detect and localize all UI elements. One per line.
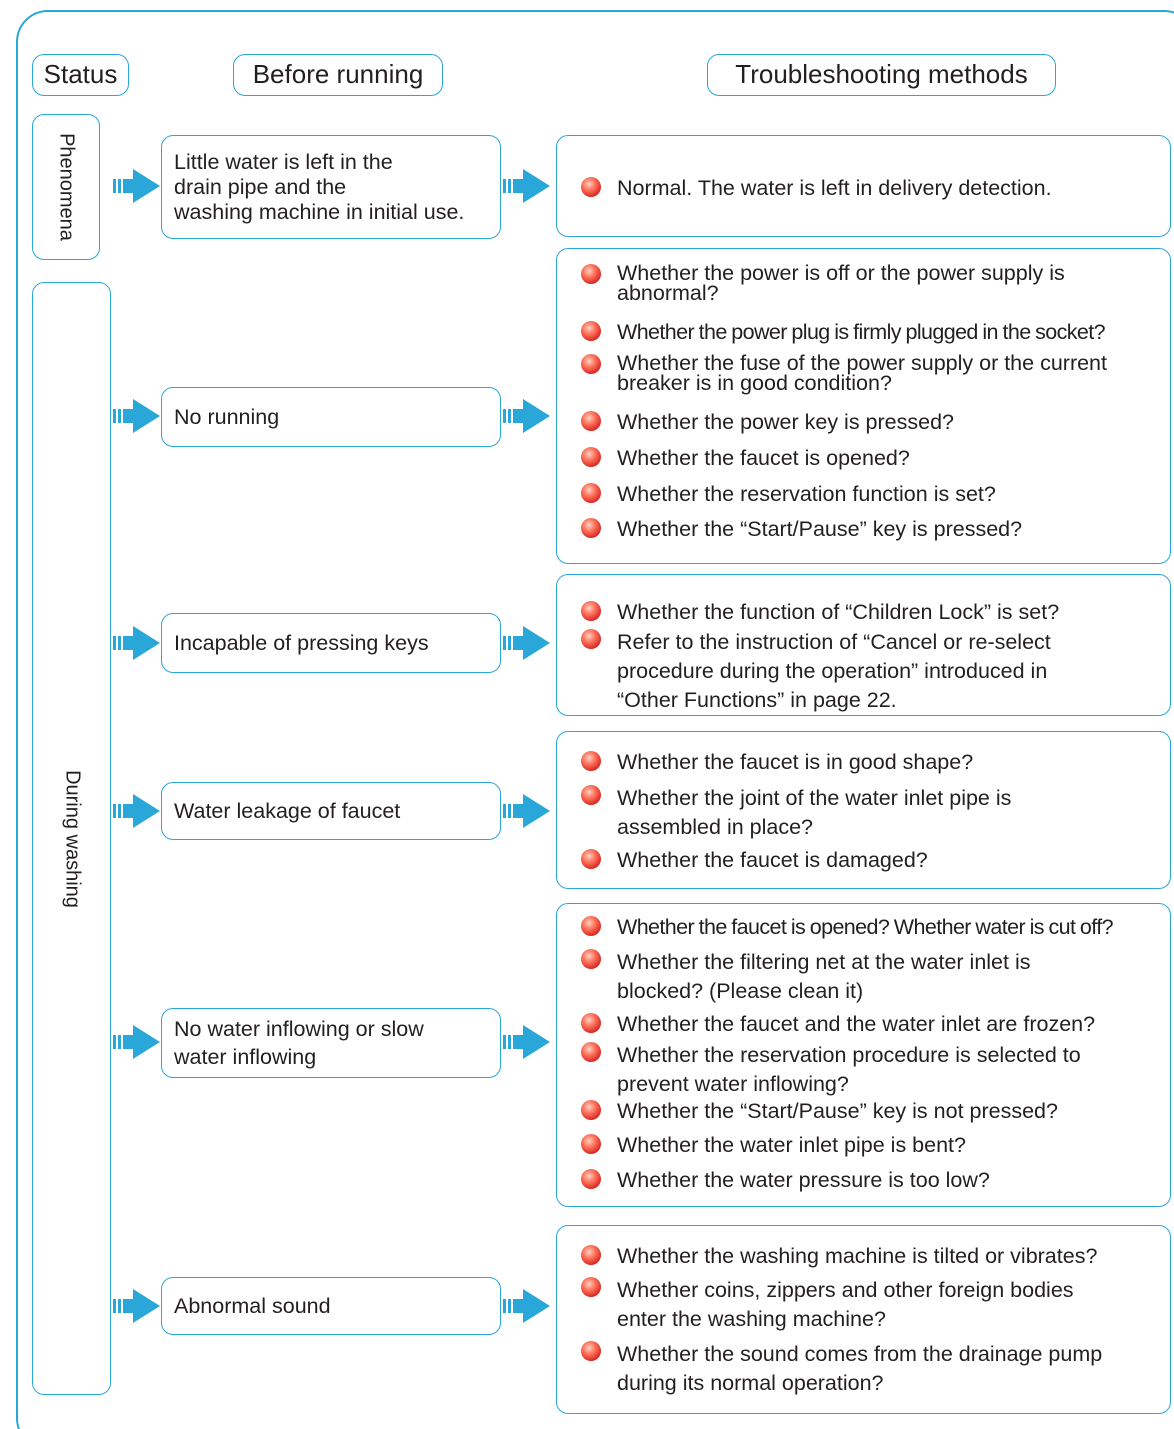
bullet-icon — [581, 949, 601, 969]
status-header: Status — [32, 54, 129, 96]
before-running-header: Before running — [233, 54, 443, 96]
arrow-right-icon — [113, 794, 160, 828]
arrow-right-icon — [503, 1289, 550, 1323]
problem-text: No water inflowing or slow water inflowi… — [174, 1017, 424, 1069]
problem-box: Incapable of pressing keys — [161, 613, 501, 673]
bullet-icon — [581, 1245, 601, 1265]
method-item: Whether the “Start/Pause” key is not pre… — [581, 1099, 1058, 1123]
method-item: Whether the water pressure is too low? — [581, 1168, 990, 1192]
method-item: Whether the faucet and the water inlet a… — [581, 1012, 1095, 1036]
arrow-right-icon — [503, 626, 550, 660]
method-item: Whether the faucet is opened? — [581, 446, 910, 470]
method-item: Refer to the instruction of “Cancel or r… — [581, 628, 1051, 715]
problem-box: Little water is left in the drain pipe a… — [161, 135, 501, 239]
method-item: Whether the water inlet pipe is bent? — [581, 1133, 966, 1157]
bullet-icon — [581, 629, 601, 649]
arrow-right-icon — [503, 794, 550, 828]
bullet-icon — [581, 751, 601, 771]
method-item: Whether the function of “Children Lock” … — [581, 600, 1059, 624]
arrow-right-icon — [113, 169, 160, 203]
arrow-right-icon — [113, 1025, 160, 1059]
arrow-right-icon — [503, 1025, 550, 1059]
arrow-right-icon — [503, 169, 550, 203]
method-item: Whether the power is off or the power su… — [581, 262, 1065, 304]
methods-box: Whether the power is off or the power su… — [556, 248, 1171, 564]
method-item: Whether the faucet is damaged? — [581, 848, 928, 872]
bullet-icon — [581, 601, 601, 621]
phenomena-label: Phenomena — [55, 133, 78, 241]
during-washing-label-box: During washing — [32, 282, 111, 1395]
bullet-icon — [581, 447, 601, 467]
problem-text: Little water is left in the drain pipe a… — [174, 149, 465, 224]
bullet-icon — [581, 916, 601, 936]
during-washing-label: During washing — [61, 769, 83, 908]
methods-box: Whether the faucet is opened? Whether wa… — [556, 903, 1171, 1207]
arrow-right-icon — [113, 1289, 160, 1323]
bullet-icon — [581, 264, 601, 284]
bullet-icon — [581, 321, 601, 341]
method-item: Whether the reservation procedure is sel… — [581, 1041, 1081, 1099]
method-item: Whether the power key is pressed? — [581, 410, 954, 434]
method-item: Whether the reservation function is set? — [581, 482, 996, 506]
phenomena-label-box: Phenomena — [32, 114, 100, 260]
bullet-icon — [581, 1042, 601, 1062]
problem-text: Abnormal sound — [174, 1293, 331, 1318]
methods-box: Normal. The water is left in delivery de… — [556, 135, 1171, 237]
bullet-icon — [581, 785, 601, 805]
method-item: Whether the joint of the water inlet pip… — [581, 784, 1011, 842]
page-frame — [16, 10, 1174, 1429]
method-item: Whether the “Start/Pause” key is pressed… — [581, 517, 1022, 541]
bullet-icon — [581, 1134, 601, 1154]
bullet-icon — [581, 518, 601, 538]
bullet-icon — [581, 1277, 601, 1297]
methods-box: Whether the function of “Children Lock” … — [556, 574, 1171, 716]
arrow-right-icon — [113, 626, 160, 660]
arrow-right-icon — [503, 399, 550, 433]
method-item: Whether the fuse of the power supply or … — [581, 352, 1107, 394]
bullet-icon — [581, 354, 601, 374]
method-item: Whether coins, zippers and other foreign… — [581, 1276, 1074, 1334]
bullet-icon — [581, 849, 601, 869]
problem-box: Abnormal sound — [161, 1277, 501, 1335]
bullet-icon — [581, 177, 601, 197]
bullet-icon — [581, 1341, 601, 1361]
problem-box: Water leakage of faucet — [161, 782, 501, 840]
bullet-icon — [581, 483, 601, 503]
methods-box: Whether the washing machine is tilted or… — [556, 1225, 1171, 1414]
methods-box: Whether the faucet is in good shape? Whe… — [556, 731, 1171, 889]
problem-box: No running — [161, 387, 501, 447]
bullet-icon — [581, 1169, 601, 1189]
method-item: Normal. The water is left in delivery de… — [581, 176, 1052, 200]
troubleshooting-methods-header: Troubleshooting methods — [707, 54, 1056, 96]
arrow-right-icon — [113, 399, 160, 433]
problem-text: Incapable of pressing keys — [174, 630, 429, 655]
bullet-icon — [581, 1100, 601, 1120]
problem-text: No running — [174, 404, 280, 429]
method-item: Whether the faucet is in good shape? — [581, 750, 973, 774]
method-item: Whether the washing machine is tilted or… — [581, 1244, 1097, 1268]
problem-box: No water inflowing or slow water inflowi… — [161, 1008, 501, 1078]
method-item: Whether the sound comes from the drainag… — [581, 1340, 1102, 1398]
bullet-icon — [581, 411, 601, 431]
bullet-icon — [581, 1013, 601, 1033]
method-item: Whether the power plug is firmly plugged… — [581, 320, 1106, 344]
problem-text: Water leakage of faucet — [174, 798, 401, 823]
method-item: Whether the filtering net at the water i… — [581, 948, 1031, 1006]
method-item: Whether the faucet is opened? Whether wa… — [581, 915, 1114, 939]
